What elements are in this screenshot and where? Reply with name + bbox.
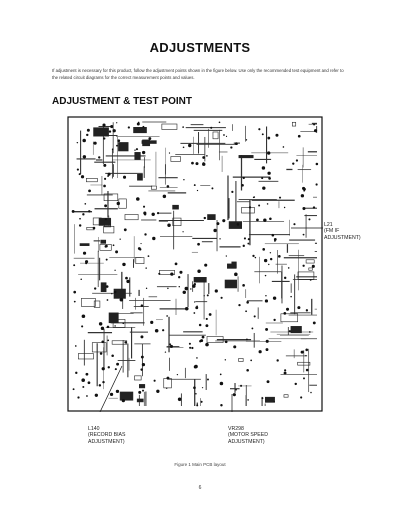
intro-paragraph: If adjustment is necessary for this prod… — [52, 68, 344, 80]
callout-l140: L140 (RECORD BIAS ADJUSTMENT) — [88, 426, 126, 445]
callout-l21: L21 (FM IF ADJUSTMENT) — [324, 222, 361, 241]
figure-caption: Figure 1 Main PCB layout — [174, 462, 226, 467]
pcb-layout-figure — [67, 116, 323, 412]
callout-vr298: VR298 (MOTOR SPEED ADJUSTMENT) — [228, 426, 268, 445]
l140-leader — [99, 365, 123, 412]
page-title: ADJUSTMENTS — [149, 40, 251, 55]
page-number: 6 — [198, 485, 202, 491]
pcb-diagram — [67, 116, 323, 412]
section-heading: ADJUSTMENT & TEST POINT — [52, 96, 193, 107]
